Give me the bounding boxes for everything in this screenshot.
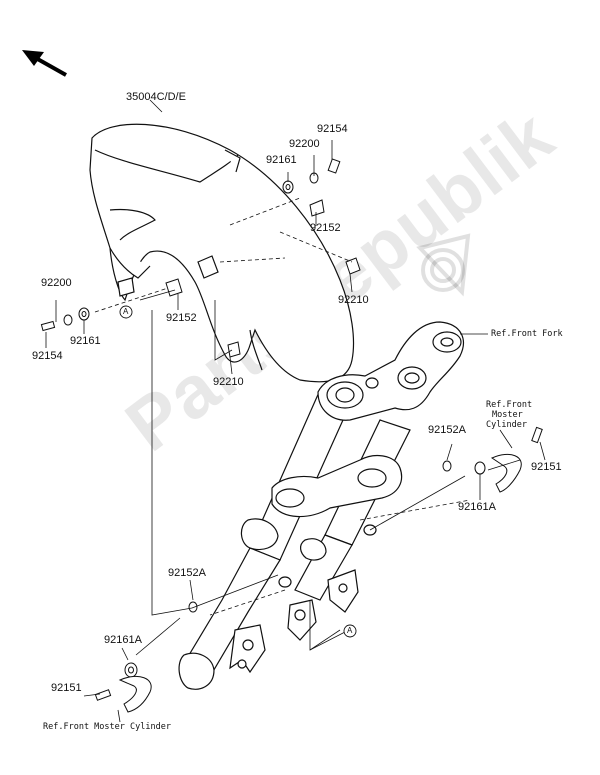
label-92152A-left: 92152A: [168, 567, 206, 579]
label-92161A-right: 92161A: [458, 501, 496, 513]
label-92152-top: 92152: [310, 222, 341, 234]
label-92200-left: 92200: [41, 277, 72, 289]
marker-a-left-text: A: [123, 307, 129, 316]
label-92151-right: 92151: [531, 461, 562, 473]
marker-a-left: [119, 305, 133, 319]
ref-master-cylinder-bottom: Ref.Front Moster Cylinder: [43, 722, 171, 732]
fasteners: [40, 158, 543, 713]
leader-lines: [45, 99, 546, 723]
front-fender: [89, 123, 355, 383]
watermark-gear-icon: [416, 233, 471, 297]
label-92152-left: 92152: [166, 312, 197, 324]
label-92210-right: 92210: [338, 294, 369, 306]
front-fork-assembly: [178, 321, 464, 690]
label-92154-top: 92154: [317, 123, 348, 135]
label-92210-bottom: 92210: [213, 376, 244, 388]
label-92200-top: 92200: [289, 138, 320, 150]
ref-master-cylinder-right-line1: Ref.Front: [486, 400, 533, 410]
label-92161A-left: 92161A: [104, 634, 142, 646]
marker-a-bottom-text: A: [347, 626, 353, 635]
label-92161-top: 92161: [266, 154, 297, 166]
marker-a-bottom: [343, 624, 357, 638]
label-92151-left: 92151: [51, 682, 82, 694]
label-92161-left: 92161: [70, 335, 101, 347]
label-35004: 35004C/D/E: [126, 91, 186, 103]
ref-master-cylinder-right-line3: Cylinder: [486, 420, 527, 430]
ref-master-cylinder-right-line2: Moster: [492, 410, 523, 420]
ref-front-fork: Ref.Front Fork: [491, 329, 563, 339]
label-92152A-right: 92152A: [428, 424, 466, 436]
label-92154-left: 92154: [32, 350, 63, 362]
front-direction-arrow-icon: [22, 50, 67, 77]
